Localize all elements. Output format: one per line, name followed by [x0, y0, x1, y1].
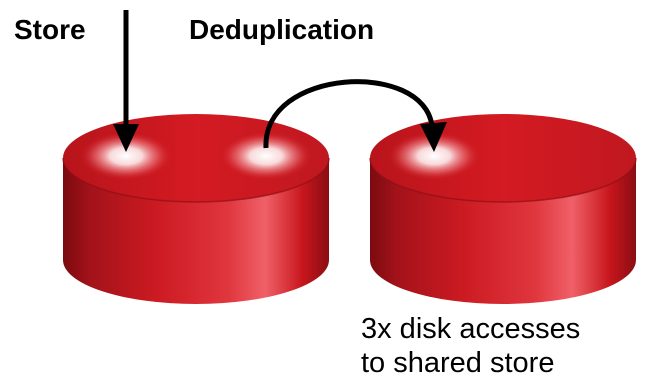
store-spot [80, 132, 172, 180]
dedup-spot [220, 132, 312, 180]
arrow-down-icon [113, 10, 139, 152]
left-disk [62, 114, 330, 304]
caption-line-2: to shared store [361, 347, 555, 379]
curved-arrow-icon [263, 79, 447, 152]
deduplication-label: Deduplication [189, 14, 375, 45]
right-disk [369, 114, 637, 304]
caption-line-1: 3x disk accesses [361, 313, 581, 345]
caption: 3x disk accesses to shared store [361, 312, 580, 380]
target-spot [388, 132, 480, 180]
store-label: Store [14, 14, 86, 45]
